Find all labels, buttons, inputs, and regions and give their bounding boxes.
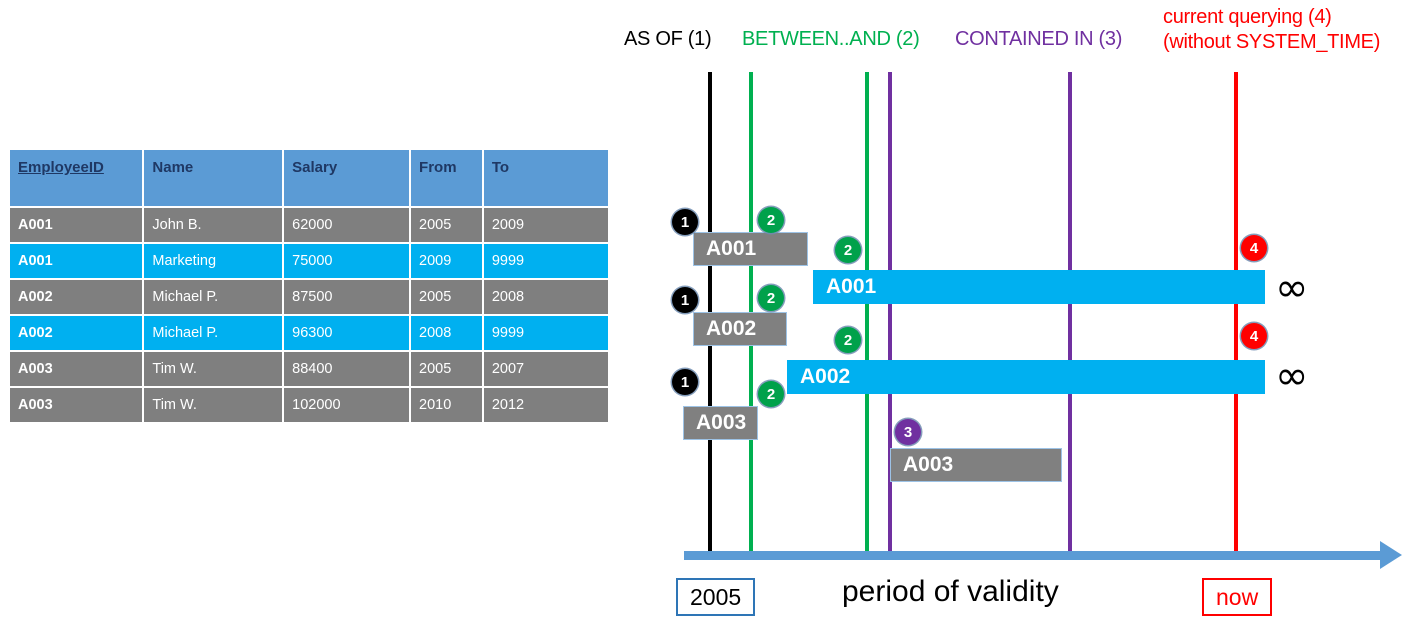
axis-caption: period of validity <box>842 575 1059 608</box>
query-line-2 <box>865 72 869 556</box>
cell-to: 2007 <box>483 352 608 386</box>
query-marker-4: 4 <box>1241 323 1267 349</box>
cell-salary: 88400 <box>284 352 410 386</box>
cell-name: Michael P. <box>144 280 283 314</box>
time-axis-arrow-icon <box>1380 541 1402 569</box>
cell-from: 2005 <box>411 280 482 314</box>
cell-employee_id: A003 <box>10 388 143 422</box>
query-marker-4: 4 <box>1241 235 1267 261</box>
cell-employee_id: A003 <box>10 352 143 386</box>
cell-from: 2010 <box>411 388 482 422</box>
query-marker-1: 1 <box>672 369 698 395</box>
validity-bar-label: A002 <box>800 365 851 388</box>
validity-bar-label: A002 <box>706 317 757 340</box>
legend-current-querying-line2: (without SYSTEM_TIME) <box>1163 31 1381 53</box>
cell-salary: 96300 <box>284 316 410 350</box>
validity-bar-a003: A003 <box>890 448 1062 482</box>
query-marker-1: 1 <box>672 209 698 235</box>
cell-to: 2012 <box>483 388 608 422</box>
column-header-salary-label: Salary <box>292 159 338 176</box>
cell-name: Michael P. <box>144 316 283 350</box>
validity-bar-label: A003 <box>696 411 747 434</box>
cell-name: Marketing <box>144 244 283 278</box>
cell-to: 2009 <box>483 208 608 242</box>
query-line-3 <box>888 72 892 556</box>
column-header-from-label: From <box>419 159 457 176</box>
table-header-row: EmployeeID Name Salary From To <box>10 150 608 206</box>
validity-bar-a003: A003 <box>683 406 758 440</box>
cell-employee_id: A002 <box>10 316 143 350</box>
validity-bar-a001: A001 <box>693 232 808 266</box>
cell-from: 2009 <box>411 244 482 278</box>
axis-now-label: now <box>1202 578 1273 617</box>
cell-salary: 87500 <box>284 280 410 314</box>
infinity-icon: ∞ <box>1275 353 1309 399</box>
query-line-3 <box>1068 72 1072 556</box>
cell-name: Tim W. <box>144 388 283 422</box>
column-header-employeeid-label: EmployeeID <box>18 159 104 176</box>
cell-salary: 62000 <box>284 208 410 242</box>
validity-bar-a001: A001 <box>813 270 1265 304</box>
validity-bar-label: A001 <box>826 275 877 298</box>
query-marker-3: 3 <box>895 419 921 445</box>
cell-to: 2008 <box>483 280 608 314</box>
cell-salary: 75000 <box>284 244 410 278</box>
cell-to: 9999 <box>483 316 608 350</box>
cell-name: John B. <box>144 208 283 242</box>
query-marker-2: 2 <box>758 207 784 233</box>
legend-current-querying: current querying (4) (without SYSTEM_TIM… <box>1163 5 1380 55</box>
validity-bar-label: A003 <box>903 453 954 476</box>
column-header-name-label: Name <box>152 159 194 176</box>
query-marker-2: 2 <box>835 327 861 353</box>
column-header-to-label: To <box>491 159 510 176</box>
cell-to: 9999 <box>483 244 608 278</box>
validity-bar-a002: A002 <box>787 360 1265 394</box>
legend-as-of: AS OF (1) <box>624 28 712 50</box>
query-marker-2: 2 <box>835 237 861 263</box>
axis-start-label: 2005 <box>676 578 756 617</box>
legend-current-querying-line1: current querying (4) <box>1163 6 1332 28</box>
column-header-from[interactable]: From <box>411 150 482 206</box>
cell-from: 2005 <box>411 208 482 242</box>
table-header: EmployeeID Name Salary From To <box>10 150 608 206</box>
column-header-to[interactable]: To <box>483 150 608 206</box>
cell-name: Tim W. <box>144 352 283 386</box>
cell-from: 2005 <box>411 352 482 386</box>
column-header-employeeid[interactable]: EmployeeID <box>10 150 143 206</box>
legend-contained-in: CONTAINED IN (3) <box>955 28 1123 50</box>
column-header-name[interactable]: Name <box>144 150 283 206</box>
cell-from: 2008 <box>411 316 482 350</box>
query-marker-1: 1 <box>672 287 698 313</box>
cell-employee_id: A001 <box>10 208 143 242</box>
validity-bar-label: A001 <box>706 237 757 260</box>
validity-bar-a002: A002 <box>693 312 787 346</box>
infinity-icon: ∞ <box>1275 265 1309 311</box>
legend-between-and: BETWEEN..AND (2) <box>742 28 920 50</box>
cell-employee_id: A001 <box>10 244 143 278</box>
time-axis-line <box>684 551 1384 560</box>
query-marker-2: 2 <box>758 381 784 407</box>
column-header-salary[interactable]: Salary <box>284 150 410 206</box>
cell-employee_id: A002 <box>10 280 143 314</box>
query-marker-2: 2 <box>758 285 784 311</box>
cell-salary: 102000 <box>284 388 410 422</box>
query-line-4 <box>1234 72 1238 556</box>
